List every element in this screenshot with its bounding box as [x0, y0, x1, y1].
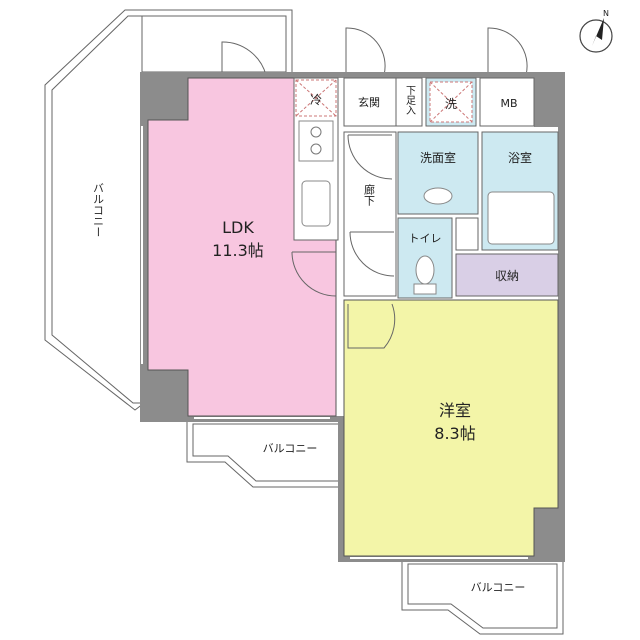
windows [141, 126, 528, 559]
balcony-bottom-label: バルコニー [471, 581, 526, 594]
entrance-label: 玄関 [358, 95, 380, 109]
door-arcs-top [221, 27, 528, 76]
corridor [343, 131, 397, 297]
ldk-size: 11.3帖 [212, 241, 264, 260]
pillar [534, 508, 565, 562]
corridor-label: 廊下 [363, 183, 376, 207]
mb-label: MB [500, 97, 517, 110]
shoe-box-label: 下足入 [404, 85, 416, 115]
corridor-door-arc [347, 134, 393, 180]
shoe-box [395, 77, 423, 127]
western-name: 洋室 [439, 401, 471, 420]
pillar [140, 370, 188, 418]
washroom-label: 洗面室 [420, 150, 456, 165]
ldk-name: LDK [222, 218, 254, 237]
toilet-bowl [415, 255, 435, 285]
pipe-space [455, 217, 479, 251]
balcony-mid-label: バルコニー [263, 442, 318, 455]
balcony-left-label: バルコニー [92, 183, 105, 238]
ldk-door-arc [291, 251, 337, 297]
sink [301, 180, 331, 227]
pillar [140, 72, 188, 120]
bathtub [487, 191, 555, 245]
toilet-tank [413, 283, 437, 295]
wash-basin [423, 187, 453, 205]
washer-label: 洗 [445, 97, 457, 111]
room-storage [455, 253, 559, 297]
compass-north-label: N [603, 9, 609, 18]
balcony-bottom [401, 557, 564, 635]
compass-icon: N [579, 9, 613, 53]
corridor-door-arc [349, 231, 395, 277]
pillar [534, 72, 565, 127]
washer-space: 洗 [425, 77, 477, 127]
fridge-space: 冷 [295, 79, 337, 117]
western-size: 8.3帖 [434, 424, 475, 443]
storage-label: 収納 [495, 269, 519, 283]
stove-burner [310, 143, 322, 155]
room-western [343, 299, 559, 557]
fridge-label: 冷 [310, 93, 322, 107]
stove-burner [310, 126, 322, 138]
bath-label: 浴室 [508, 150, 532, 165]
toilet-label: トイレ [409, 232, 442, 245]
western-door-arc [347, 303, 396, 349]
meter-box [479, 77, 535, 127]
